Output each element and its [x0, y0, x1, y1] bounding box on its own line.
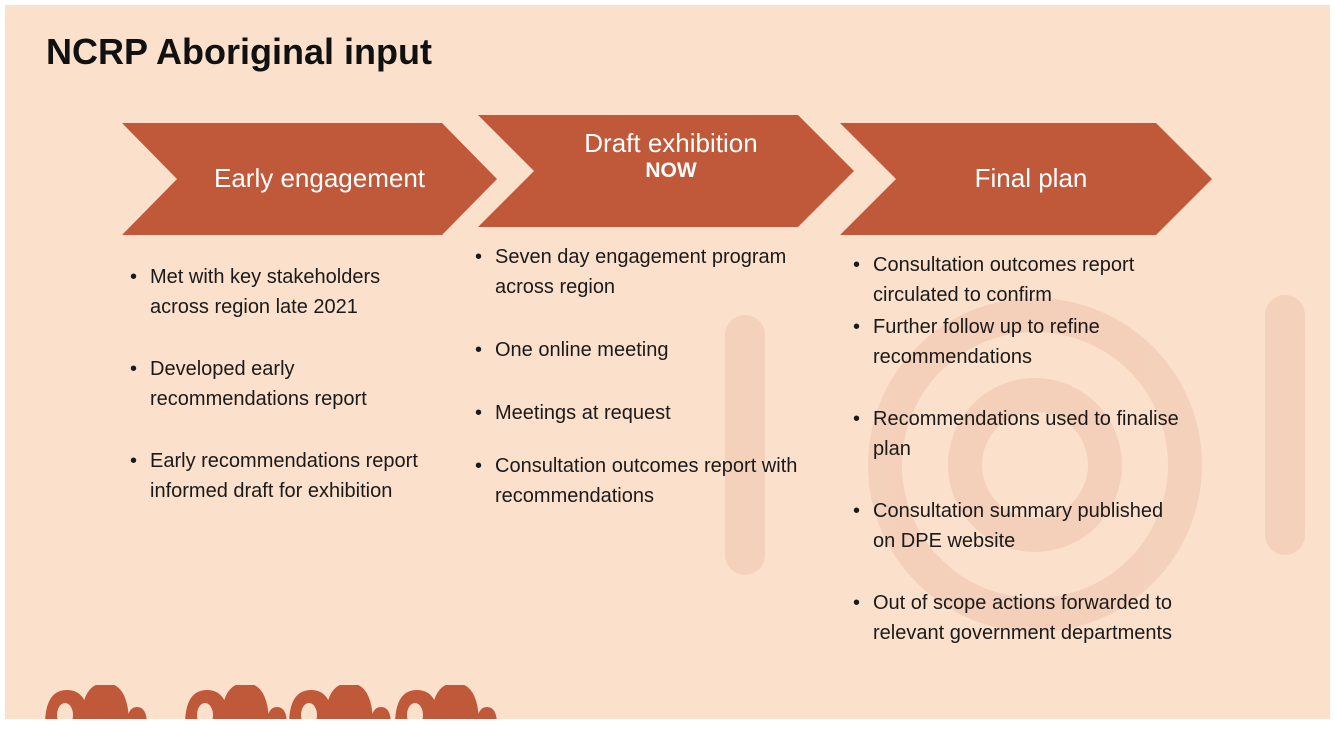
- list-item: Further follow up to refine recommendati…: [853, 312, 1188, 372]
- stage-label: Draft exhibition: [584, 127, 758, 158]
- chevron-arrow-icon: [840, 123, 1212, 235]
- list-item: One online meeting: [475, 335, 805, 365]
- chevron-arrow-icon: [122, 123, 497, 235]
- list-item: Consultation outcomes report circulated …: [853, 250, 1188, 310]
- final-plan-list: Consultation outcomes report circulated …: [853, 250, 1188, 648]
- decorative-motif-icon: [45, 685, 497, 719]
- list-item: Meetings at request: [475, 398, 805, 428]
- list-item: Early recommendations report informed dr…: [130, 446, 420, 506]
- stage-label: Early engagement: [213, 163, 426, 194]
- draft-exhibition-list: Seven day engagement program across regi…: [475, 242, 805, 511]
- early-engagement-list: Met with key stakeholders across region …: [130, 262, 420, 506]
- stage-now-badge: NOW: [645, 158, 697, 182]
- chevron-arrow-icon: [478, 115, 854, 227]
- stage-chevron-early-engagement: Early engagement: [122, 123, 497, 235]
- stage-label: Final plan: [974, 163, 1088, 194]
- list-item: Met with key stakeholders across region …: [130, 262, 420, 322]
- page-title: NCRP Aboriginal input: [46, 31, 432, 72]
- list-item: Recommendations used to finalise plan: [853, 404, 1188, 464]
- slide: NCRP Aboriginal input Early engagement D…: [5, 5, 1330, 719]
- stage-chevron-draft-exhibition: Draft exhibition NOW: [478, 115, 854, 227]
- list-item: Developed early recommendations report: [130, 354, 420, 414]
- list-item: Consultation outcomes report with recomm…: [475, 451, 805, 511]
- list-item: Out of scope actions forwarded to releva…: [853, 588, 1188, 648]
- list-item: Consultation summary published on DPE we…: [853, 496, 1188, 556]
- list-item: Seven day engagement program across regi…: [475, 242, 805, 302]
- stage-chevron-final-plan: Final plan: [840, 123, 1212, 235]
